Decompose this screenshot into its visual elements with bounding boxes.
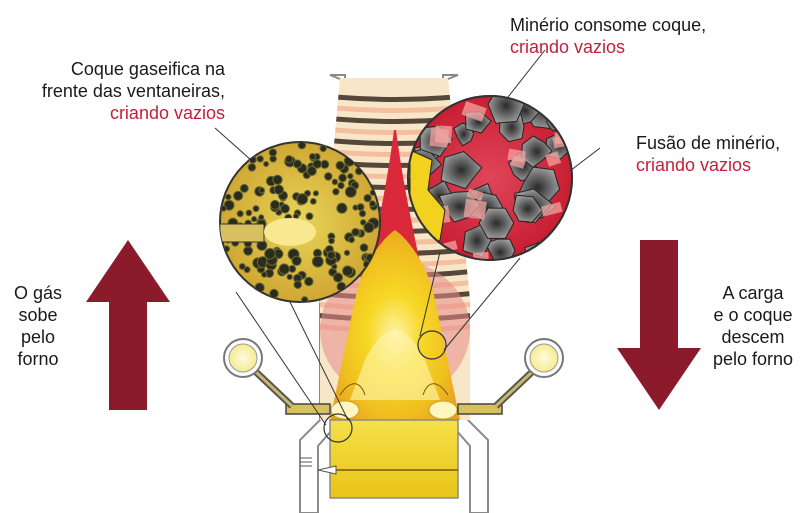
ore-consumes-label: Minério consome coque, criando vazios [510, 14, 750, 58]
gas-rises-line4: forno [0, 348, 76, 370]
gas-rises-label: O gás sobe pelo forno [0, 282, 76, 370]
coke-magnifier [220, 141, 380, 303]
charge-descends-line3: descem [704, 326, 802, 348]
gas-rises-line1: O gás [0, 282, 76, 304]
coke-gasifies-label: Coque gaseifica na frente das ventaneira… [20, 58, 225, 124]
ore-melting-line1: Fusão de minério, [636, 132, 801, 154]
gas-rises-line3: pelo [0, 326, 76, 348]
gas-rises-line2: sobe [0, 304, 76, 326]
charge-descends-line4: pelo forno [704, 348, 802, 370]
ore-consumes-line1: Minério consome coque, [510, 14, 750, 36]
ore-consumes-highlight: criando vazios [510, 36, 750, 58]
charge-descends-line1: A carga [704, 282, 802, 304]
charge-descends-line2: e o coque [704, 304, 802, 326]
ore-melting-highlight: criando vazios [636, 154, 801, 176]
tuyere-left [256, 372, 330, 414]
gas-rising-arrow [86, 240, 170, 410]
charge-descends-label: A carga e o coque descem pelo forno [704, 282, 802, 370]
charge-descending-arrow [617, 240, 701, 410]
coke-gasifies-line2: frente das ventaneiras, [20, 80, 225, 102]
bustle-pipe-left [224, 339, 262, 377]
ore-melting-label: Fusão de minério, criando vazios [636, 132, 801, 176]
coke-gasifies-line1: Coque gaseifica na [20, 58, 225, 80]
coke-gasifies-highlight: criando vazios [20, 102, 225, 124]
bustle-pipe-right [525, 339, 563, 377]
